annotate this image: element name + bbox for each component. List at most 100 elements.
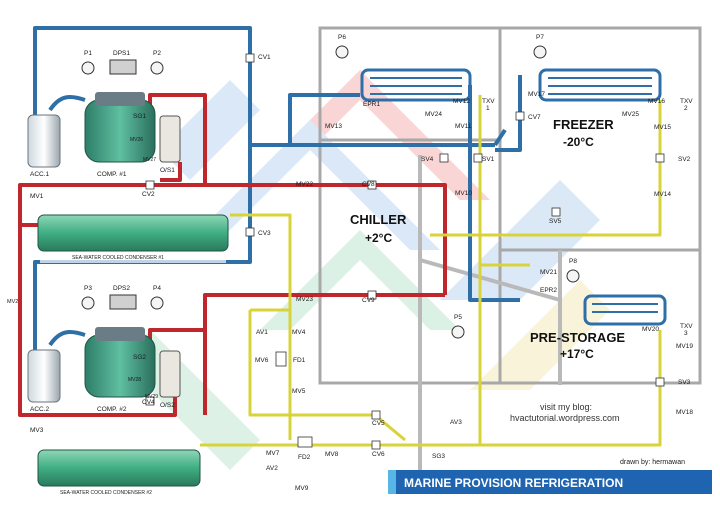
- label-mv6: MV6: [255, 357, 269, 364]
- compressor-2: [84, 327, 156, 398]
- label-sg3: SG3: [432, 453, 446, 460]
- label-cond2: SEA-WATER COOLED CONDENSER #2: [60, 490, 152, 496]
- accumulator-2: [27, 349, 61, 403]
- liquid-lines: [200, 95, 662, 447]
- label-cv5: CV5: [372, 420, 385, 427]
- label-mv8: MV8: [325, 451, 339, 458]
- label-p6: P6: [338, 34, 346, 41]
- label-txv1b: 1: [486, 105, 490, 112]
- banner-accent: [388, 470, 396, 494]
- label-mv28: MV28: [128, 377, 142, 383]
- oil-separator-2: [159, 350, 181, 398]
- label-mv19: MV19: [676, 343, 693, 350]
- label-fd2: FD2: [298, 454, 311, 461]
- label-mv16: MV16: [648, 98, 665, 105]
- label-cv8: CV8: [362, 181, 375, 188]
- label-mv2: MV2: [7, 299, 19, 305]
- blog-line-2: hvactutorial.wordpress.com: [510, 413, 620, 423]
- title-banner: [388, 470, 712, 494]
- label-mv10: MV10: [455, 190, 472, 197]
- credit-text: drawn by: hermawan: [620, 459, 685, 466]
- label-p1: P1: [84, 50, 92, 57]
- room-freezer-temp: -20°C: [563, 135, 594, 149]
- label-epr1: EPR1: [363, 101, 380, 108]
- room-freezer-name: FREEZER: [553, 117, 614, 132]
- dps1-switch: [109, 59, 137, 75]
- label-os1: O/S1: [160, 167, 175, 174]
- label-dps2: DPS2: [113, 285, 130, 292]
- label-os2: O/S2: [160, 402, 175, 409]
- label-p4: P4: [153, 285, 161, 292]
- label-sv5: SV5: [549, 218, 562, 225]
- label-sg2: SG2: [133, 354, 147, 361]
- discharge-lines: [18, 93, 447, 417]
- pressure-gauges: [81, 45, 580, 339]
- label-mv15: MV15: [654, 124, 671, 131]
- label-mv1: MV1: [30, 193, 44, 200]
- label-mv29: MV29: [145, 394, 159, 400]
- label-mv5: MV5: [292, 388, 306, 395]
- label-sg1: SG1: [133, 113, 147, 120]
- label-sv2: SV2: [678, 156, 691, 163]
- condenser-2: [37, 449, 201, 498]
- suction-lines: [33, 26, 522, 350]
- oil-separator-1: [159, 115, 181, 163]
- label-cv6: CV6: [372, 451, 385, 458]
- label-mv9: MV9: [295, 485, 309, 492]
- label-sv4: SV4: [421, 156, 434, 163]
- label-mv27: MV27: [143, 157, 157, 163]
- label-txv2b: 2: [684, 105, 688, 112]
- watermark-shapes: [120, 70, 610, 470]
- label-mv3: MV3: [30, 427, 44, 434]
- label-mv12: MV12: [453, 98, 470, 105]
- label-fd1: FD1: [293, 357, 306, 364]
- label-mv26: MV26: [130, 137, 144, 143]
- label-txv3a: TXV: [680, 323, 693, 330]
- label-mv18: MV18: [676, 409, 693, 416]
- label-mv23: MV23: [296, 296, 313, 303]
- label-p2: P2: [153, 50, 161, 57]
- label-cv9: CV9: [362, 297, 375, 304]
- label-mv14: MV14: [654, 191, 671, 198]
- label-sv1: SV1: [482, 156, 495, 163]
- label-cond1: SEA-WATER COOLED CONDENSER #1: [72, 255, 164, 261]
- label-txv2a: TXV: [680, 98, 693, 105]
- room-chiller-temp: +2°C: [365, 231, 393, 245]
- label-av1: AV1: [256, 329, 268, 336]
- label-mv4: MV4: [292, 329, 306, 336]
- label-p7: P7: [536, 34, 544, 41]
- label-p5: P5: [454, 314, 462, 321]
- compressor-1: [84, 92, 156, 163]
- label-mv7: MV7: [266, 450, 280, 457]
- label-cv2: CV2: [142, 191, 155, 198]
- evaporator-prestorage: [583, 294, 667, 326]
- room-prestorage-name: PRE-STORAGE: [530, 330, 626, 345]
- label-txv3b: 3: [684, 330, 688, 337]
- label-sv3: SV3: [678, 379, 691, 386]
- label-cv4: CV4: [142, 399, 155, 406]
- label-cv3: CV3: [258, 230, 271, 237]
- label-epr2: EPR2: [540, 287, 557, 294]
- blog-line-1: visit my blog:: [540, 402, 593, 412]
- label-av3: AV3: [450, 419, 462, 426]
- label-comp2: COMP. #2: [97, 406, 127, 413]
- evaporator-freezer: [538, 68, 662, 102]
- valve-markers: [145, 53, 665, 450]
- label-mv13: MV13: [325, 123, 342, 130]
- label-acc2: ACC.2: [30, 406, 50, 413]
- label-mv11: MV11: [455, 123, 472, 130]
- accumulator-1: [27, 114, 61, 168]
- evaporator-chiller: [360, 68, 472, 102]
- title-text: MARINE PROVISION REFRIGERATION: [404, 476, 624, 490]
- condenser-1: [37, 214, 229, 263]
- label-mv17: MV17: [528, 91, 545, 98]
- dps2-switch: [109, 294, 137, 310]
- label-mv20: MV20: [642, 326, 659, 333]
- label-acc1: ACC.1: [30, 171, 50, 178]
- label-cv1: CV1: [258, 54, 271, 61]
- label-mv25: MV25: [622, 111, 639, 118]
- room-chiller-name: CHILLER: [350, 212, 407, 227]
- label-dps1: DPS1: [113, 50, 130, 57]
